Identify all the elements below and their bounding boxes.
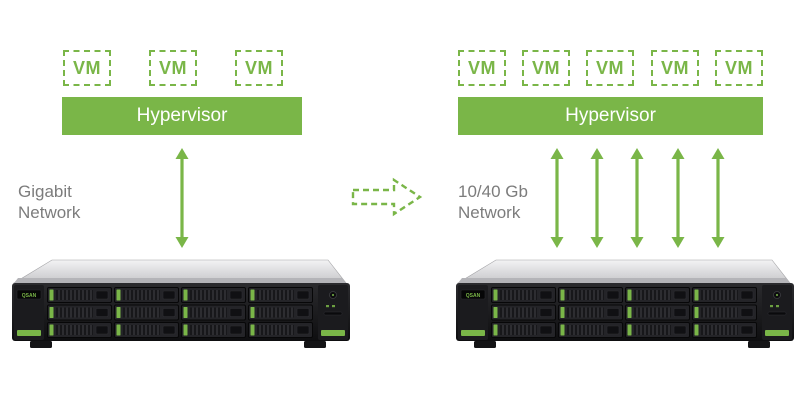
hypervisor-bar-left: Hypervisor — [62, 97, 302, 135]
vm-box: VM — [458, 50, 506, 86]
network-label-line1: Gigabit — [18, 182, 72, 201]
vm-label: VM — [245, 57, 273, 78]
vm-box: VM — [149, 50, 197, 86]
network-arrow — [590, 148, 604, 248]
network-arrow — [671, 148, 685, 248]
vm-box: VM — [586, 50, 634, 86]
vm-label: VM — [468, 57, 496, 78]
hypervisor-bar-right: Hypervisor — [458, 97, 763, 135]
network-label-line2: Network — [18, 203, 81, 222]
network-arrow — [550, 148, 564, 248]
network-label-line1: 10/40 Gb — [458, 182, 528, 201]
vm-label: VM — [159, 57, 187, 78]
vm-box: VM — [715, 50, 763, 86]
vm-box: VM — [651, 50, 699, 86]
network-arrow — [630, 148, 644, 248]
vm-label: VM — [661, 57, 689, 78]
network-arrow — [175, 148, 189, 248]
nas-server-illustration-left — [8, 257, 353, 354]
nas-server-illustration-right — [452, 257, 795, 354]
network-label-left: Gigabit Network — [18, 181, 80, 223]
network-label-right: 10/40 Gb Network — [458, 181, 528, 223]
vm-label: VM — [725, 57, 753, 78]
vm-label: VM — [73, 57, 101, 78]
upgrade-arrow — [351, 177, 423, 217]
vm-label: VM — [596, 57, 624, 78]
vm-box: VM — [63, 50, 111, 86]
vm-label: VM — [532, 57, 560, 78]
vm-box: VM — [522, 50, 570, 86]
network-arrow — [711, 148, 725, 248]
vm-box: VM — [235, 50, 283, 86]
network-label-line2: Network — [458, 203, 521, 222]
